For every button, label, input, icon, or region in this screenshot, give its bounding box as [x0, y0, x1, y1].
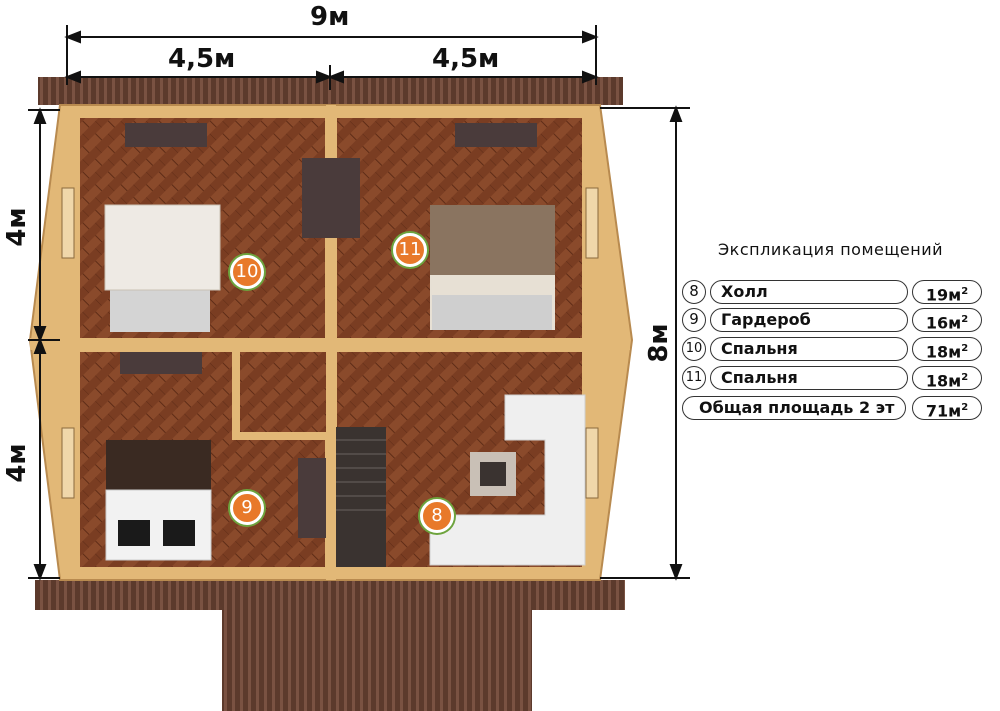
room-badge-9: 9	[230, 491, 264, 525]
tv-stand	[120, 352, 202, 374]
tv-stand	[455, 123, 537, 147]
legend-area: 19м2	[912, 280, 982, 304]
bed-room-11	[430, 205, 555, 330]
window	[585, 427, 599, 499]
floor-corridor	[240, 352, 335, 440]
legend-area: 16м2	[912, 308, 982, 332]
window	[61, 187, 75, 259]
tv-stand	[125, 123, 207, 147]
wardrobe	[302, 158, 360, 238]
legend-name: Спальня	[710, 366, 908, 390]
room-badge-11: 11	[393, 233, 427, 267]
legend-num: 9	[682, 308, 706, 332]
legend-name: Гардероб	[710, 308, 908, 332]
window	[585, 187, 599, 259]
wardrobe	[298, 458, 326, 538]
wall-horizontal	[30, 338, 630, 350]
legend-name: Холл	[710, 280, 908, 304]
room-badge-10: 10	[230, 255, 264, 289]
legend-row: 9 Гардероб 16м2	[682, 308, 982, 332]
dimension-total-width: 9м	[310, 2, 350, 32]
legend-row: 8 Холл 19м2	[682, 280, 982, 304]
legend-num: 11	[682, 366, 706, 390]
legend-num: 8	[682, 280, 706, 304]
staircase	[336, 427, 386, 567]
dimension-total-height: 8м	[644, 323, 674, 363]
legend-name: Спальня	[710, 337, 908, 361]
window	[61, 427, 75, 499]
room-badge-8: 8	[420, 499, 454, 533]
legend-area: 18м2	[912, 337, 982, 361]
dimension-lower-height: 4м	[2, 443, 32, 483]
dimension-upper-height: 4м	[2, 207, 32, 247]
legend-row: 10 Спальня 18м2	[682, 337, 982, 361]
legend-title: Экспликация помещений	[718, 240, 944, 259]
wall-corridor	[232, 350, 240, 440]
wall-corridor-bottom	[232, 432, 336, 440]
sofa	[429, 394, 586, 566]
legend-area: 18м2	[912, 366, 982, 390]
legend-total-name: Общая площадь 2 эт	[682, 396, 906, 420]
legend-total-area: 71м2	[912, 396, 982, 420]
bed-room-10	[104, 204, 221, 332]
roof-porch	[222, 605, 532, 711]
dimension-left-width: 4,5м	[168, 44, 236, 74]
dimension-right-width: 4,5м	[432, 44, 500, 74]
legend-row: 11 Спальня 18м2	[682, 366, 982, 390]
legend-total-row: Общая площадь 2 эт 71м2	[682, 396, 982, 420]
bed-room-9	[105, 440, 212, 561]
legend-num: 10	[682, 337, 706, 361]
